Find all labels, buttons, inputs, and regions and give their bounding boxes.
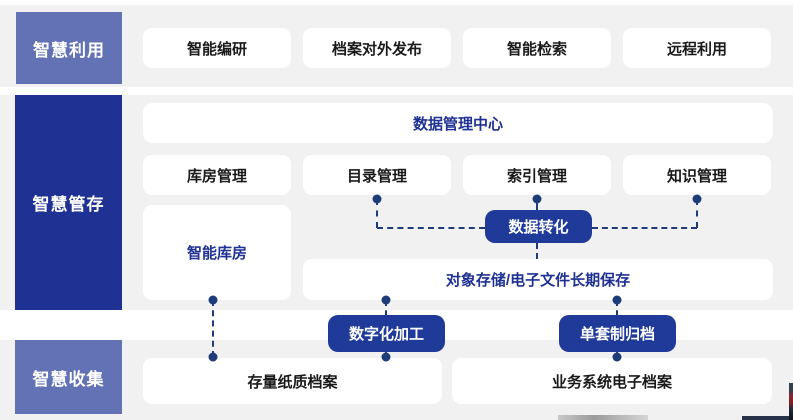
connector-dot bbox=[612, 295, 622, 305]
box-label: 档案对外发布 bbox=[331, 40, 422, 58]
section-label-collection: 智慧收集 bbox=[15, 340, 122, 414]
section-label-text: 智慧利用 bbox=[33, 40, 105, 60]
box-label: 智能库房 bbox=[186, 245, 247, 262]
box-data-management-center: 数据管理中心 bbox=[143, 103, 773, 143]
connector-dot bbox=[208, 352, 218, 362]
background-photo-sliver bbox=[789, 383, 793, 420]
box-knowledge-management: 知识管理 bbox=[623, 155, 771, 195]
box-archive-publishing: 档案对外发布 bbox=[303, 28, 451, 68]
connector-line bbox=[536, 199, 538, 210]
box-label: 对象存储/电子文件长期保存 bbox=[445, 272, 631, 289]
connector-dot bbox=[532, 194, 542, 204]
connector-dot bbox=[381, 295, 391, 305]
box-label: 目录管理 bbox=[346, 167, 407, 185]
section-label-utilization: 智慧利用 bbox=[16, 12, 122, 84]
box-label: 数据管理中心 bbox=[412, 115, 503, 133]
box-label: 智能检索 bbox=[506, 40, 567, 58]
box-smart-compilation: 智能编研 bbox=[143, 28, 291, 68]
connector-line bbox=[696, 199, 698, 228]
box-label: 库房管理 bbox=[186, 167, 247, 185]
tag-label: 单套制归档 bbox=[579, 326, 655, 343]
background-photo-sliver bbox=[558, 415, 648, 420]
box-paper-archives: 存量纸质档案 bbox=[143, 358, 442, 404]
connector-line bbox=[377, 227, 485, 229]
box-label: 业务系统电子档案 bbox=[551, 373, 672, 391]
box-index-management: 索引管理 bbox=[463, 155, 611, 195]
box-smart-warehouse: 智能库房 bbox=[143, 205, 291, 300]
tag-digitization: 数字化加工 bbox=[328, 315, 445, 352]
box-label: 远程利用 bbox=[666, 40, 727, 58]
connector-line bbox=[212, 300, 214, 357]
connector-dot bbox=[612, 352, 622, 362]
connector-dot bbox=[208, 295, 218, 305]
box-label: 存量纸质档案 bbox=[247, 373, 338, 391]
box-label: 知识管理 bbox=[666, 167, 727, 185]
box-label: 索引管理 bbox=[506, 167, 567, 185]
box-remote-utilization: 远程利用 bbox=[623, 28, 771, 68]
connector-line bbox=[536, 243, 538, 259]
connector-dot bbox=[381, 352, 391, 362]
box-catalog-management: 目录管理 bbox=[303, 155, 451, 195]
tag-label: 数字化加工 bbox=[348, 326, 424, 343]
connector-line bbox=[376, 199, 378, 228]
box-object-storage: 对象存储/电子文件长期保存 bbox=[303, 259, 773, 300]
section-label-text: 智慧收集 bbox=[32, 369, 105, 389]
box-electronic-archives: 业务系统电子档案 bbox=[452, 358, 772, 404]
box-warehouse-management: 库房管理 bbox=[143, 155, 291, 195]
background-photo-sliver bbox=[742, 416, 793, 420]
box-label: 智能编研 bbox=[186, 40, 247, 58]
box-smart-retrieval: 智能检索 bbox=[463, 28, 611, 68]
tag-data-transform: 数据转化 bbox=[485, 210, 592, 243]
connector-dot bbox=[372, 194, 382, 204]
connector-line bbox=[592, 227, 697, 229]
section-label-management: 智慧管存 bbox=[15, 95, 122, 310]
tag-label: 数据转化 bbox=[508, 219, 569, 236]
tag-single-set-archive: 单套制归档 bbox=[559, 315, 676, 352]
connector-dot bbox=[692, 194, 702, 204]
section-label-text: 智慧管存 bbox=[32, 195, 105, 214]
